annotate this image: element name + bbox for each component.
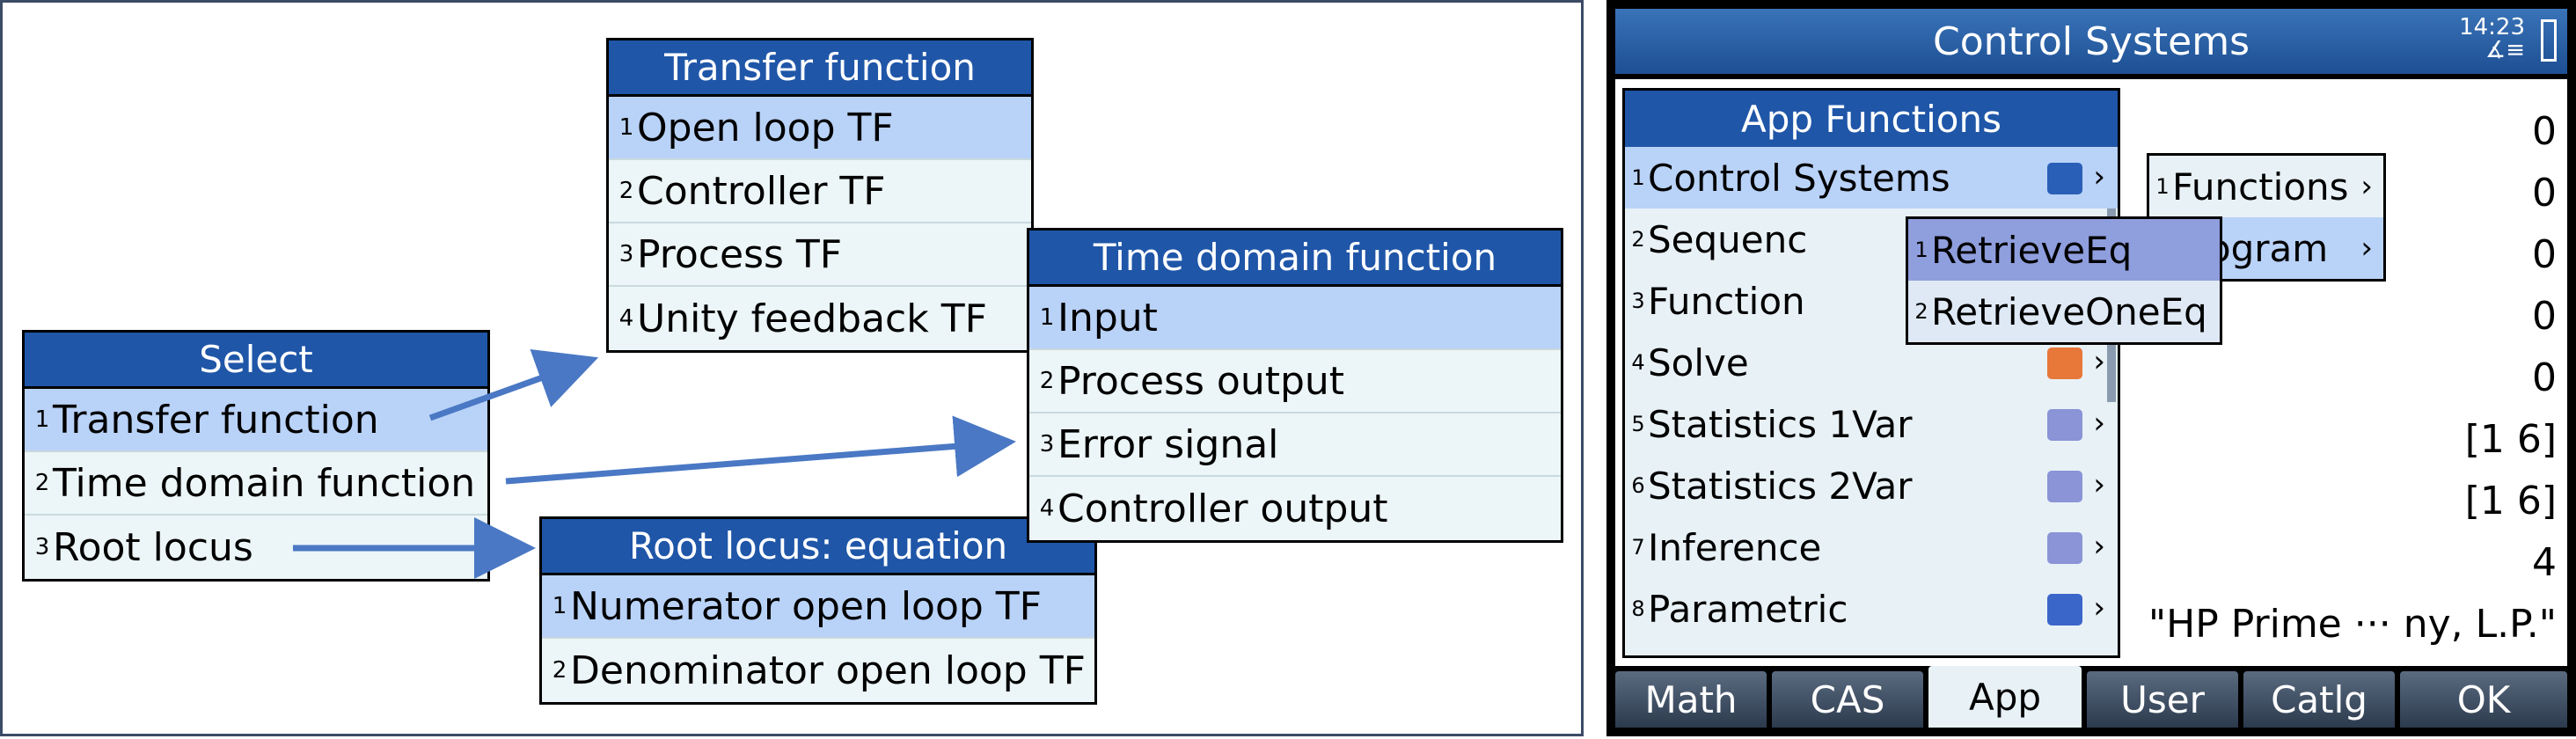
transfer-function-menu-title: Transfer function	[609, 40, 1031, 97]
parametric-icon	[2047, 594, 2082, 626]
battery-icon	[2541, 19, 2557, 62]
softkey-ok[interactable]: OK	[2400, 671, 2567, 728]
result-value: 0	[2532, 170, 2557, 216]
app-item-statistics-1var[interactable]: 5 Statistics 1Var ›	[1631, 402, 2105, 446]
chevron-right-icon: ›	[2093, 590, 2105, 626]
result-value: 0	[2532, 293, 2557, 339]
app-title: Control Systems	[1932, 18, 2250, 64]
angle-mode-indicator: ∡≡	[2485, 37, 2525, 63]
calculator-screen: Control Systems 14:23 ∡≡ 0 0 0 0 0 [1 6]…	[1615, 9, 2567, 728]
submenu-item-functions[interactable]: 1 Functions ›	[2155, 165, 2373, 209]
softkey-bar: Math CAS App User Catlg OK	[1615, 666, 2567, 728]
chevron-right-icon: ›	[2093, 529, 2105, 564]
app-item-parametric[interactable]: 8 Parametric ›	[1631, 587, 2105, 631]
chevron-right-icon: ›	[2360, 230, 2373, 266]
stats2-icon	[2047, 471, 2082, 502]
root-locus-menu-title: Root locus: equation	[542, 519, 1094, 575]
program-submenu: 1 RetrieveEq 2 RetrieveOneEq	[1906, 216, 2222, 345]
clock: 14:23	[2459, 14, 2525, 40]
result-value: 4	[2532, 539, 2557, 585]
chevron-right-icon: ›	[2093, 467, 2105, 502]
connector-arrows	[293, 349, 1016, 579]
control-systems-icon	[2047, 163, 2082, 194]
softkey-math[interactable]: Math	[1615, 671, 1767, 728]
select-menu-title: Select	[25, 333, 487, 389]
result-value: 0	[2532, 108, 2557, 154]
solve-icon	[2047, 348, 2082, 379]
app-item-function[interactable]: 3 Function	[1631, 279, 1805, 323]
softkey-cas[interactable]: CAS	[1772, 671, 1923, 728]
arrow-transfer-function	[428, 349, 599, 421]
calculator-panel: Control Systems 14:23 ∡≡ 0 0 0 0 0 [1 6]…	[1606, 0, 2576, 736]
softkey-user[interactable]: User	[2087, 671, 2238, 728]
app-item-control-systems[interactable]: 1 Control Systems ›	[1625, 147, 2118, 209]
result-value: [1 6]	[2464, 478, 2557, 523]
app-functions-title: App Functions	[1625, 91, 2118, 147]
results-column: 0 0 0 0 0 [1 6] [1 6] 4 "HP Prime ··· ny…	[2117, 100, 2557, 655]
chevron-right-icon: ›	[2093, 344, 2105, 379]
result-value: [1 6]	[2464, 416, 2557, 462]
result-value: "HP Prime ··· ny, L.P."	[2148, 601, 2557, 647]
inference-icon	[2047, 532, 2082, 564]
app-title-bar: Control Systems 14:23 ∡≡	[1615, 9, 2567, 79]
time-domain-function-menu-title: Time domain function	[1029, 230, 1561, 287]
submenu-item-retrieveeq[interactable]: 1 RetrieveEq	[1908, 219, 2220, 281]
result-value: 0	[2532, 231, 2557, 277]
stats1-icon	[2047, 409, 2082, 441]
chevron-right-icon: ›	[2093, 406, 2105, 441]
arrow-time-domain-function	[505, 415, 1016, 485]
submenu-item-retrieveoneeq[interactable]: 2 RetrieveOneEq	[1914, 289, 2207, 333]
softkey-app[interactable]: App	[1928, 666, 2082, 728]
app-item-sequence[interactable]: 2 Sequenc	[1631, 217, 1808, 261]
chevron-right-icon: ›	[2093, 159, 2105, 194]
softkey-catlg[interactable]: Catlg	[2243, 671, 2395, 728]
app-item-statistics-2var[interactable]: 6 Statistics 2Var ›	[1631, 464, 2105, 508]
app-item-solve[interactable]: 4 Solve ›	[1631, 340, 2105, 384]
chevron-right-icon: ›	[2360, 169, 2373, 204]
app-item-inference[interactable]: 7 Inference ›	[1631, 525, 2105, 569]
result-value: 0	[2532, 355, 2557, 400]
app-functions-menu: App Functions 1 Control Systems › 2 Sequ…	[1622, 88, 2120, 658]
